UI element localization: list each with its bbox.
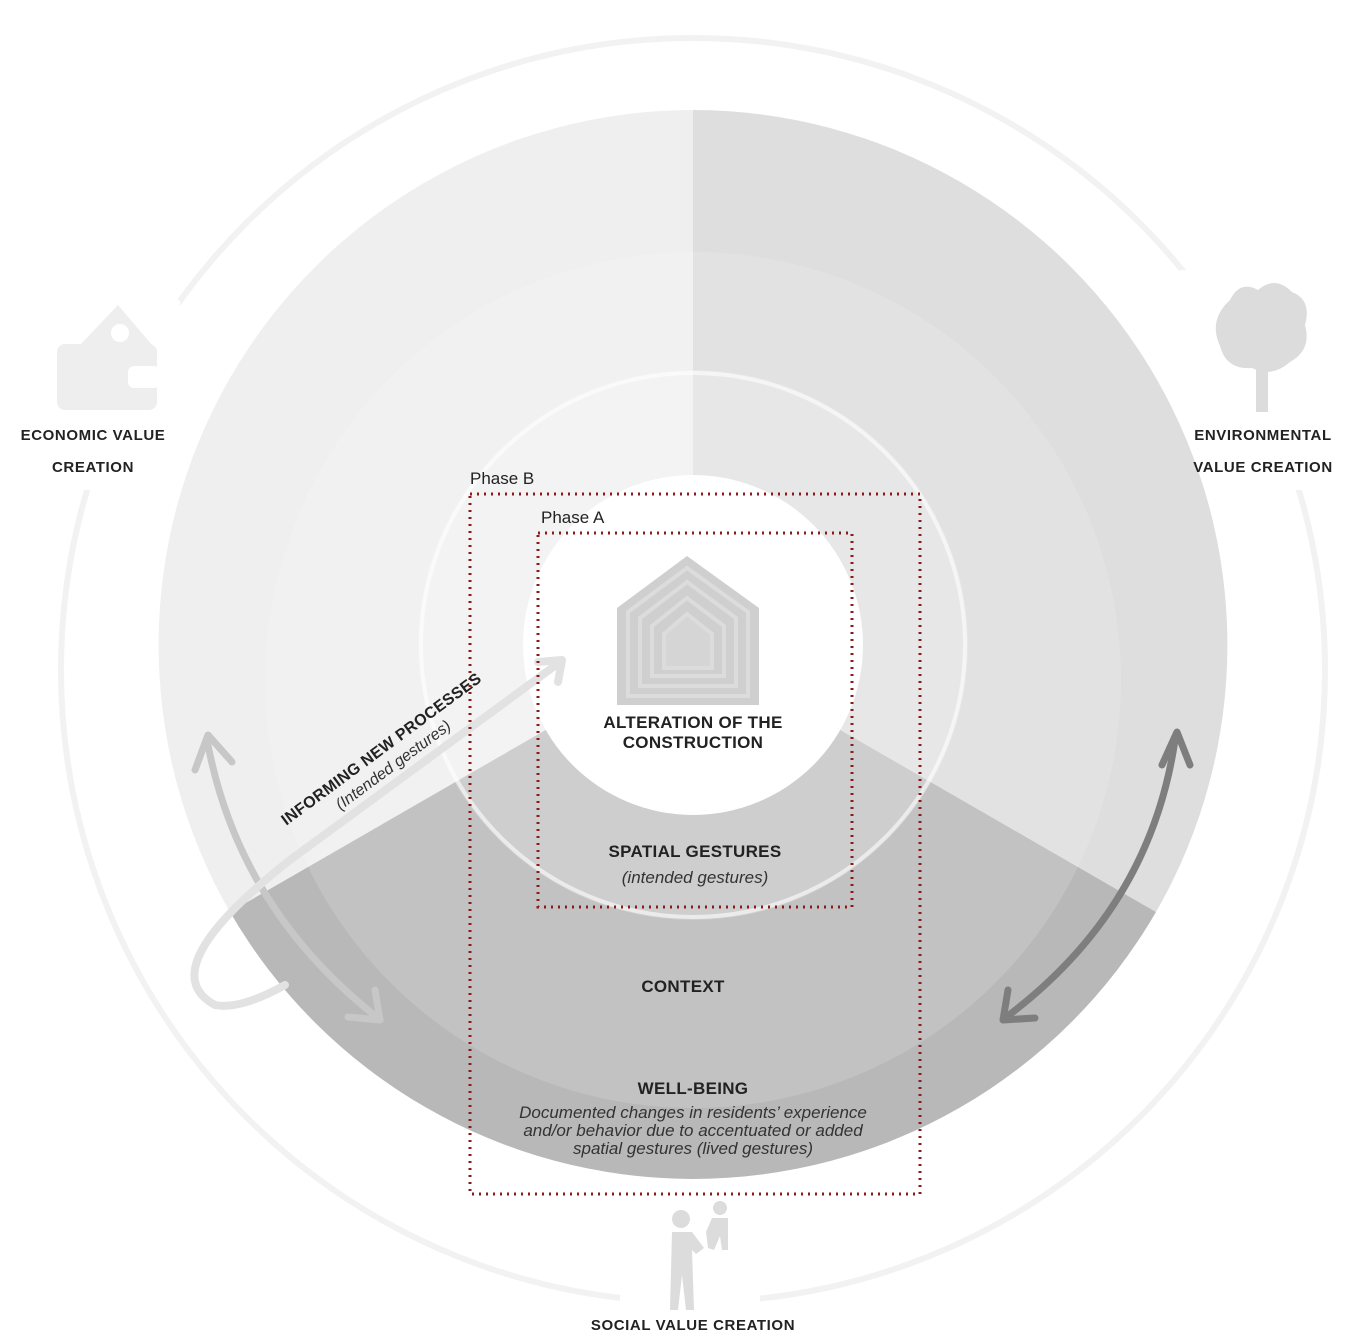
economic-label-line1: ECONOMIC VALUE xyxy=(20,427,166,444)
core-title: ALTERATION OF THE CONSTRUCTION xyxy=(563,713,823,753)
core-title-line2: CONSTRUCTION xyxy=(622,733,764,752)
well-being-description: Documented changes in residents’ experie… xyxy=(453,1104,933,1158)
economic-label-line2: CREATION xyxy=(51,459,135,476)
environmental-label-line1: ENVIRONMENTAL xyxy=(1194,427,1332,444)
well-being-desc-line1: Documented changes in residents’ experie… xyxy=(519,1103,867,1122)
phase-b-label: Phase B xyxy=(470,469,535,488)
spatial-gestures-subtitle: (intended gestures) xyxy=(621,868,769,887)
phase-a-label: Phase A xyxy=(541,508,605,527)
left-double-arrow xyxy=(191,731,384,1024)
spatial-gestures-title: SPATIAL GESTURES xyxy=(608,842,782,861)
environmental-value-label: ENVIRONMENTAL VALUE CREATION xyxy=(1172,420,1354,484)
right-double-arrow xyxy=(999,728,1194,1024)
house-loop-icon xyxy=(617,556,759,705)
well-being-desc-line3: spatial gestures (lived gestures) xyxy=(572,1139,813,1158)
social-value-label: SOCIAL VALUE CREATION xyxy=(590,1317,796,1334)
tree-icon xyxy=(1215,282,1307,412)
people-icon xyxy=(670,1201,728,1310)
feedback-loop-arrow xyxy=(190,656,566,1010)
phase-b-frame xyxy=(468,492,922,1196)
spatial-gestures-ring-edge xyxy=(419,371,967,919)
economic-value-label: ECONOMIC VALUE CREATION xyxy=(0,420,186,484)
context-title: CONTEXT xyxy=(641,977,725,996)
social-sector xyxy=(230,645,1156,1179)
well-being-desc-line2: and/or behavior due to accentuated or ad… xyxy=(523,1121,863,1140)
well-being-title: WELL-BEING xyxy=(637,1079,749,1098)
wallet-icon xyxy=(57,305,160,410)
environmental-label-line2: VALUE CREATION xyxy=(1193,459,1333,476)
core-title-line1: ALTERATION OF THE xyxy=(603,713,783,732)
